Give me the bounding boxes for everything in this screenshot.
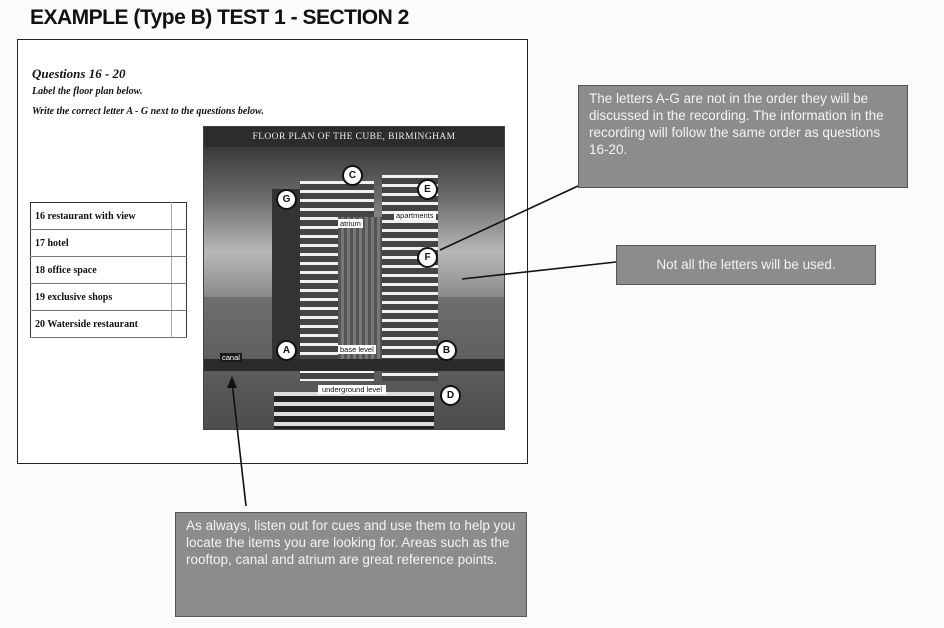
page-title: EXAMPLE (Type B) TEST 1 - SECTION 2 <box>30 6 409 29</box>
marker-e: E <box>417 179 438 200</box>
base-level-label: base level <box>338 345 376 354</box>
question-row: 17 hotel <box>30 229 187 257</box>
marker-g: G <box>276 189 297 210</box>
question-row: 20 Waterside restaurant <box>30 310 187 338</box>
tower-right-floors <box>382 175 438 381</box>
question-row: 19 exclusive shops <box>30 283 187 311</box>
canal-label: canal <box>220 353 242 362</box>
underground-label: underground level <box>318 385 386 394</box>
note-not-all: Not all the letters will be used. <box>616 245 876 285</box>
question-row: 16 restaurant with view <box>30 202 187 230</box>
atrium-column <box>338 217 384 367</box>
floor-plan-image: FLOOR PLAN OF THE CUBE, BIRMINGHAM atriu… <box>203 126 505 430</box>
apartments-label: apartments <box>394 211 436 220</box>
question-panel: Questions 16 - 20 Label the floor plan b… <box>17 39 528 464</box>
instruction-label: Label the floor plan below. <box>32 86 143 97</box>
marker-a: A <box>276 340 297 361</box>
instruction-write: Write the correct letter A - G next to t… <box>32 106 264 117</box>
answer-cell[interactable] <box>171 202 187 230</box>
floor-plan-title: FLOOR PLAN OF THE CUBE, BIRMINGHAM <box>204 127 504 147</box>
answer-cell[interactable] <box>171 310 187 338</box>
questions-table: 16 restaurant with view 17 hotel 18 offi… <box>30 202 187 338</box>
marker-f: F <box>417 247 438 268</box>
question-item: 19 exclusive shops <box>30 283 172 311</box>
question-item: 16 restaurant with view <box>30 202 172 230</box>
answer-cell[interactable] <box>171 283 187 311</box>
question-item: 20 Waterside restaurant <box>30 310 172 338</box>
question-row: 18 office space <box>30 256 187 284</box>
answer-cell[interactable] <box>171 229 187 257</box>
marker-b: B <box>436 340 457 361</box>
question-item: 17 hotel <box>30 229 172 257</box>
marker-d: D <box>440 385 461 406</box>
underground-floors <box>274 392 434 429</box>
questions-heading: Questions 16 - 20 <box>32 66 126 81</box>
base-deck <box>204 359 504 371</box>
answer-cell[interactable] <box>171 256 187 284</box>
note-cues: As always, listen out for cues and use t… <box>175 512 527 617</box>
question-item: 18 office space <box>30 256 172 284</box>
note-order: The letters A-G are not in the order the… <box>578 85 908 188</box>
marker-c: C <box>342 165 363 186</box>
atrium-label: atrium <box>338 219 363 228</box>
left-wing <box>272 189 300 365</box>
